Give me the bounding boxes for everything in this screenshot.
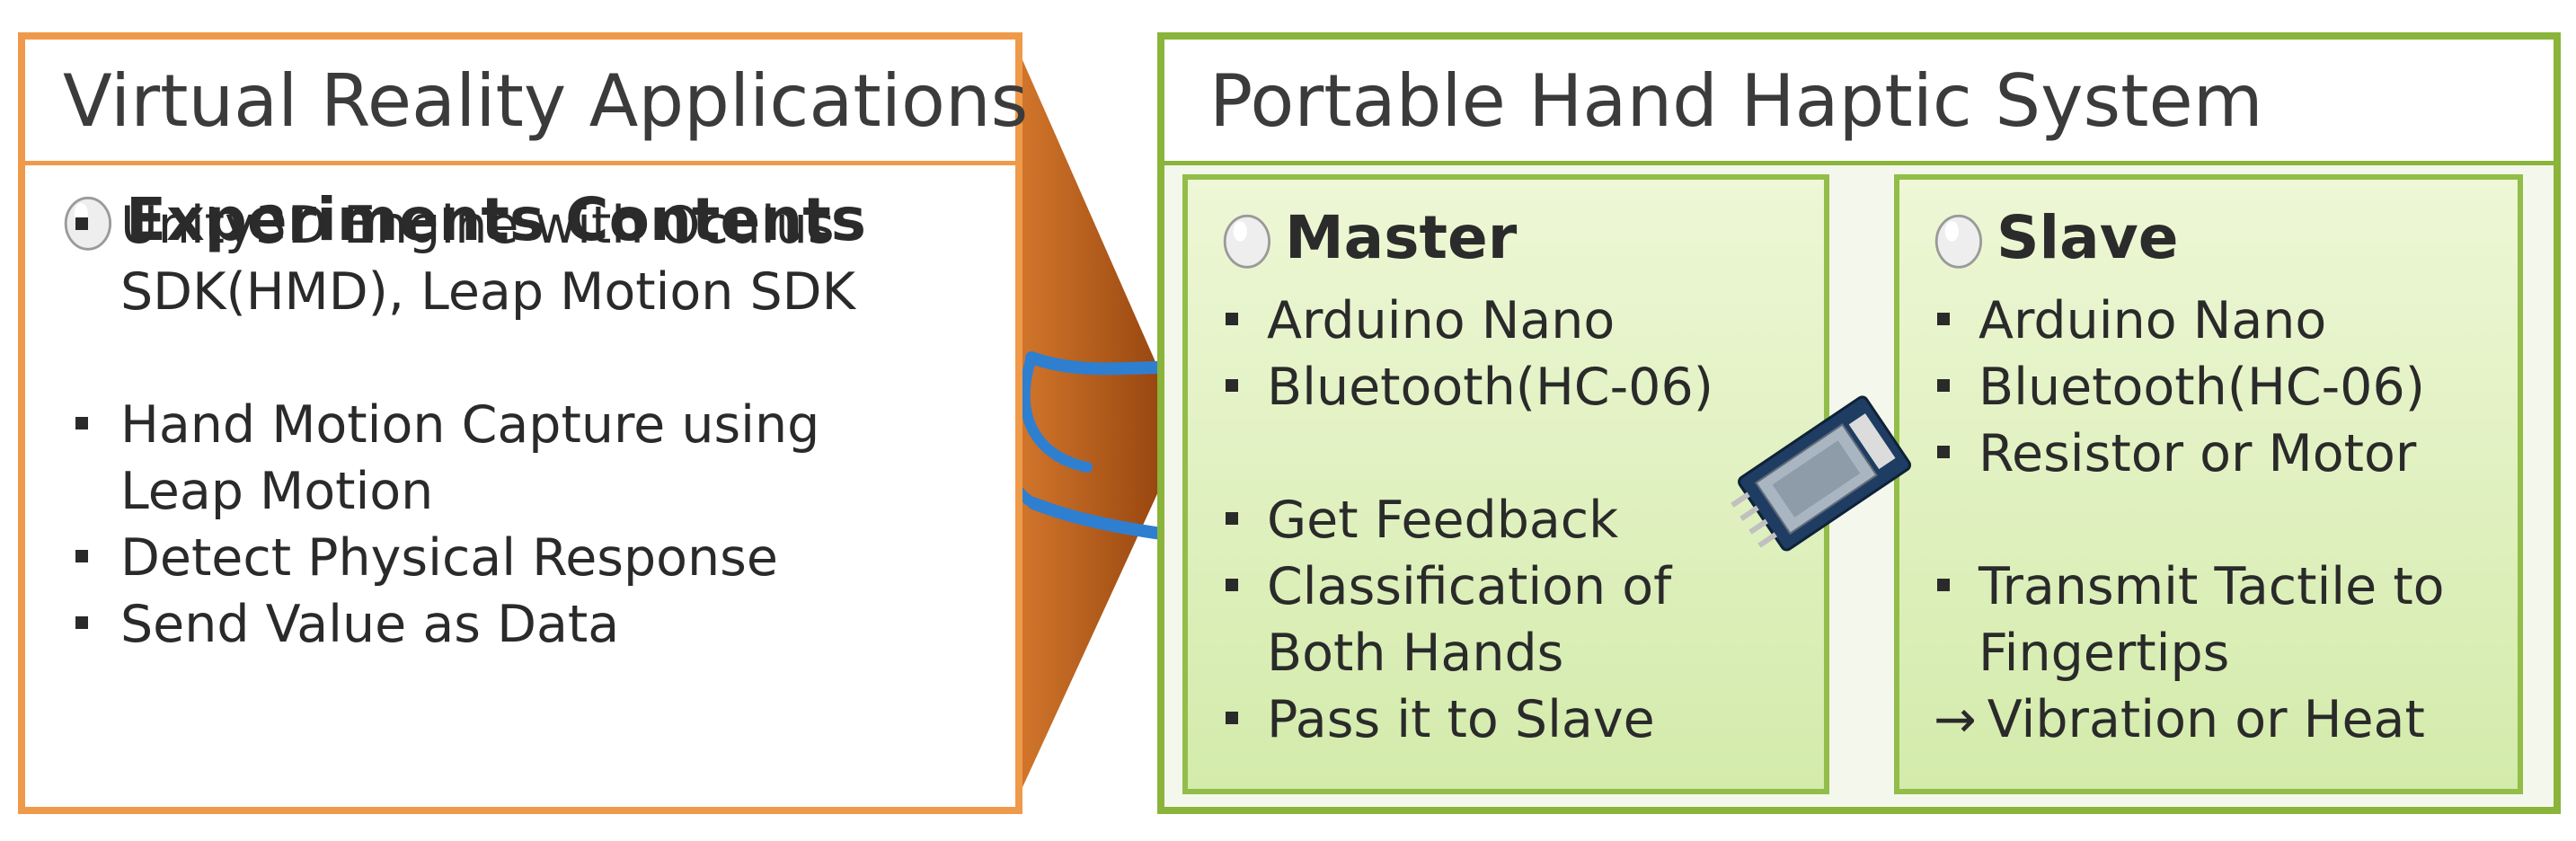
bullet-icon [75,217,88,230]
list-item: Classification of [1188,553,1824,620]
bullet-icon [1937,579,1950,591]
drop-icon [1223,214,1271,269]
list-item: Resistor or Motor [1899,420,2518,487]
bullet-icon [1226,712,1238,724]
list-item: Arduino Nano [1188,288,1824,354]
experiments-list: Unity3D Engine with Oculus SDK(HMD), Lea… [25,192,1015,658]
list-item: Bluetooth(HC-06) [1899,354,2518,420]
list-item: →Vibration or Heat [1899,686,2518,753]
bullet-icon [75,616,88,629]
bullet-icon [1937,379,1950,392]
haptic-panel-title: Portable Hand Haptic System [1164,40,2554,165]
bullet-icon [75,550,88,562]
bullet-icon [1937,446,1950,458]
bullet-icon [1226,379,1238,392]
experiments-heading: Experiments Contents [52,185,1015,254]
list-item: Send Value as Data [25,591,1015,658]
vr-to-master-connector [1014,40,1186,807]
slave-heading-text: Slave [1996,203,2179,272]
slave-box: Slave Arduino Nano Bluetooth(HC-06) Resi… [1894,174,2523,794]
list-item: Fingertips [1978,624,2230,683]
haptic-system-panel: Portable Hand Haptic System Master Ardui… [1157,32,2561,814]
list-item: Hand Motion Capture using [25,392,1015,458]
experiments-heading-text: Experiments Contents [126,185,867,254]
list-item: Pass it to Slave [1188,686,1824,753]
list-item: Detect Physical Response [25,525,1015,591]
master-box: Master Arduino Nano Bluetooth(HC-06) Get… [1182,174,1829,794]
bullet-icon [1226,313,1238,325]
master-heading: Master [1211,203,1824,272]
bullet-icon [1226,579,1238,591]
master-heading-text: Master [1285,203,1518,272]
list-item: Leap Motion [120,462,434,521]
list-item: SDK(HMD), Leap Motion SDK [120,262,855,322]
bullet-icon [1226,512,1238,525]
bluetooth-module-icon [1731,395,1912,552]
arrow-icon: → [1934,690,1977,749]
slave-heading: Slave [1923,203,2518,272]
drop-icon [1934,214,1983,269]
vr-panel-title: Virtual Reality Applications [25,40,1028,165]
vr-applications-panel: Virtual Reality Applications Experiments… [18,32,1028,814]
list-item: Bluetooth(HC-06) [1188,354,1824,420]
list-item: Get Feedback [1188,487,1824,553]
list-item: Arduino Nano [1899,288,2518,354]
bullet-icon [75,417,88,429]
list-item: Transmit Tactile to [1899,553,2518,620]
list-item: Unity3D Engine with Oculus [25,192,1015,259]
master-list: Arduino Nano Bluetooth(HC-06) Get Feedba… [1188,288,1824,753]
bullet-icon [1937,313,1950,325]
list-item: Both Hands [1267,624,1564,683]
slave-list: Arduino Nano Bluetooth(HC-06) Resistor o… [1899,288,2518,753]
